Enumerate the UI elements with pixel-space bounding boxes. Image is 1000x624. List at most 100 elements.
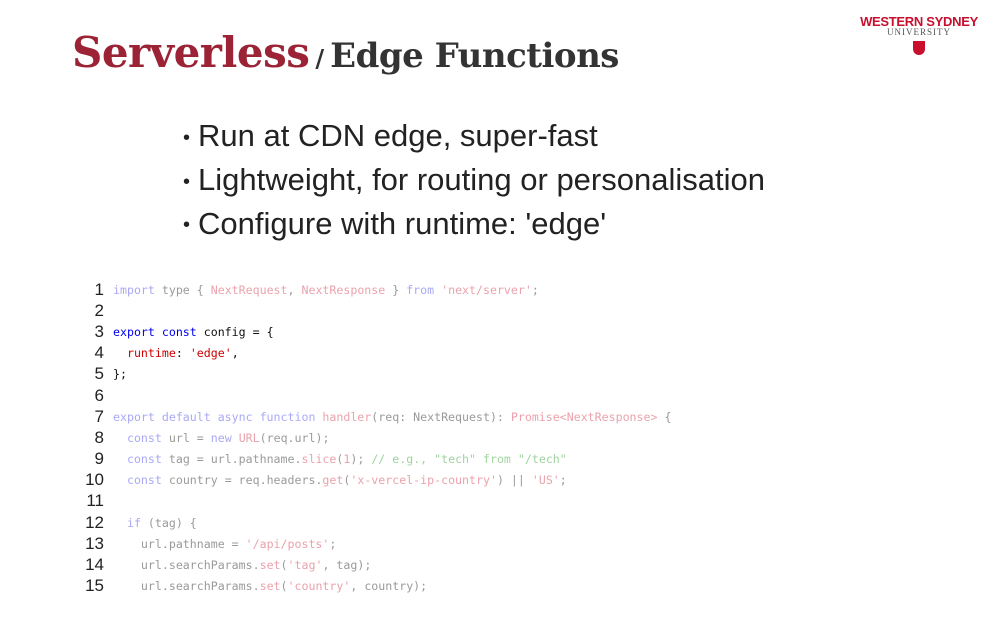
line-number: 1 <box>94 279 104 299</box>
title-separator: / <box>315 44 325 73</box>
code-token: }; <box>113 367 127 382</box>
code-token: , country); <box>350 579 428 594</box>
code-token <box>113 452 127 466</box>
code-token: URL <box>238 430 260 445</box>
code-token: from <box>406 282 435 297</box>
shield-icon <box>913 41 925 55</box>
code-token <box>232 431 239 445</box>
bullet-text: Lightweight, for routing or personalisat… <box>198 161 765 197</box>
code-token <box>113 473 127 487</box>
code-token: config = { <box>196 324 274 339</box>
code-line: 8 const url = new URL(req.url); <box>80 427 671 448</box>
code-line: 9 const tag = url.pathname.slice(1); // … <box>80 449 671 470</box>
line-number: 6 <box>94 385 104 405</box>
code-token: const <box>126 430 162 445</box>
code-text: const tag = url.pathname.slice(1); // e.… <box>113 452 567 466</box>
line-number: 11 <box>86 491 104 511</box>
slide-title: Serverless/Edge Functions <box>72 28 619 77</box>
code-token <box>113 516 127 530</box>
code-token: , <box>287 282 302 297</box>
code-line: 12 if (tag) { <box>80 512 671 533</box>
code-token: NextRequest <box>210 282 288 297</box>
code-token: runtime <box>126 346 176 361</box>
code-token: url.searchParams. <box>113 558 260 573</box>
code-token: '/api/posts' <box>245 536 330 551</box>
code-line: 4 runtime: 'edge', <box>80 343 671 364</box>
code-token: ; <box>559 473 567 488</box>
code-token: ) || <box>496 473 532 488</box>
logo-line1: WESTERN SYDNEY <box>860 14 978 29</box>
code-token: 'US' <box>531 473 560 488</box>
code-token: (req: NextRequest): <box>371 409 511 424</box>
code-token: ( <box>280 579 288 594</box>
code-token: // e.g., "tech" from "/tech" <box>371 452 567 467</box>
code-token: 1 <box>343 452 351 467</box>
code-token: , <box>231 346 239 361</box>
code-token: set <box>259 558 281 573</box>
code-text: runtime: 'edge', <box>113 346 239 360</box>
bullet-dot-icon: • <box>183 170 191 193</box>
line-number: 10 <box>85 470 104 490</box>
code-token: } <box>385 282 407 297</box>
code-line: 11 <box>80 491 671 512</box>
code-token: const <box>126 452 162 467</box>
code-token: tag = url.pathname. <box>161 452 302 467</box>
title-sub: Edge Functions <box>330 36 619 76</box>
code-text: export default async function handler(re… <box>113 410 671 424</box>
line-number: 13 <box>85 533 104 553</box>
line-number: 2 <box>94 300 104 320</box>
line-number: 9 <box>94 449 104 469</box>
code-text: }; <box>113 367 127 381</box>
code-token: get <box>322 473 344 488</box>
code-token: (tag) { <box>140 515 197 530</box>
title-main: Serverless <box>72 28 310 77</box>
code-token: country = req.headers. <box>161 473 323 488</box>
code-token: handler <box>322 409 372 424</box>
code-token: Promise<NextResponse> <box>510 409 658 424</box>
code-line: 13 url.pathname = '/api/posts'; <box>80 533 671 554</box>
line-number: 12 <box>85 512 104 532</box>
code-line: 7 export default async function handler(r… <box>80 406 672 427</box>
code-line: 15 url.searchParams.set('country', count… <box>80 576 671 597</box>
bullet-item: • Lightweight, for routing or personalisa… <box>183 159 765 203</box>
code-text: import type { NextRequest, NextResponse … <box>113 283 539 297</box>
code-token: 'x-vercel-ip-country' <box>350 473 497 488</box>
line-number: 7 <box>94 406 104 426</box>
code-token <box>113 431 127 445</box>
bullet-list: •Run at CDN edge, super-fast • Lightweigh… <box>183 115 765 246</box>
code-text: url.searchParams.set('country', country)… <box>113 579 427 593</box>
code-token: url = <box>161 430 211 445</box>
code-token: NextResponse <box>301 282 386 297</box>
line-number: 8 <box>94 427 104 447</box>
bullet-item: •Run at CDN edge, super-fast <box>183 115 765 159</box>
code-token: url.pathname = <box>113 536 246 551</box>
bullet-text: Run at CDN edge, super-fast <box>198 118 598 153</box>
code-line: 14 url.searchParams.set('tag', tag); <box>80 554 671 575</box>
code-token: 'tag' <box>287 558 323 573</box>
line-number: 15 <box>85 576 104 596</box>
code-line: 6 <box>80 385 671 406</box>
code-text: const url = new URL(req.url); <box>113 431 329 445</box>
bullet-text: Configure with runtime: 'edge' <box>198 205 607 241</box>
code-token: 'country' <box>287 579 351 594</box>
code-text: if (tag) { <box>113 516 197 530</box>
code-token: { <box>657 409 672 424</box>
code-text: const country = req.headers.get('x-verce… <box>113 473 567 487</box>
code-token: ; <box>329 536 337 551</box>
line-number: 14 <box>85 555 104 575</box>
code-token: ; <box>531 282 539 297</box>
code-token: (req.url); <box>259 430 330 445</box>
code-line: 5}; <box>80 364 671 385</box>
code-token: ( <box>280 558 288 573</box>
code-token: url.searchParams. <box>113 579 260 594</box>
code-token: const <box>126 473 162 488</box>
code-token: new <box>210 430 232 445</box>
bullet-item: •Configure with runtime: 'edge' <box>183 203 765 247</box>
code-token: export default async function <box>113 409 316 424</box>
code-token: slice <box>301 452 337 467</box>
code-line: 10 const country = req.headers.get('x-ve… <box>80 470 671 491</box>
code-token: 'next/server' <box>441 282 532 297</box>
code-line: 1 import type { NextRequest, NextResponse… <box>80 279 671 300</box>
